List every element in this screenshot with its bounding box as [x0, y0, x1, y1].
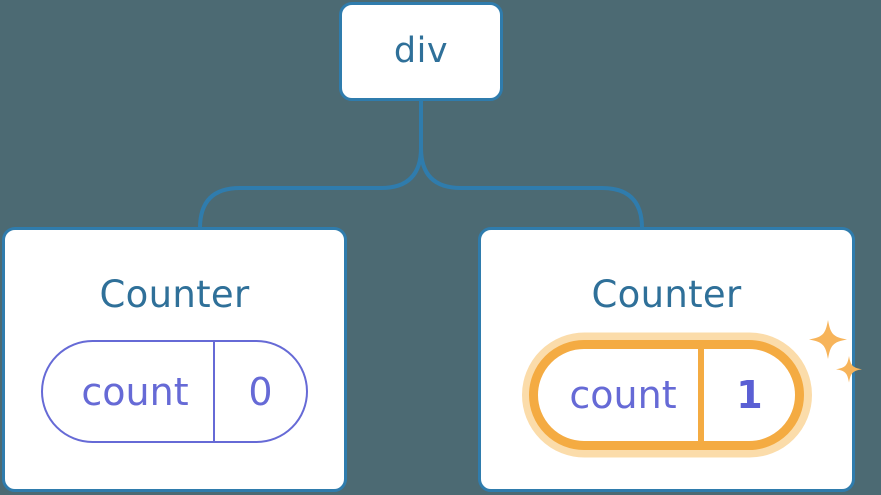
- counter-right-state-wrap: count 1: [521, 320, 862, 458]
- sparkle-small-icon: [836, 356, 862, 383]
- counter-left-state-wrap: count 0: [41, 340, 308, 443]
- state-pill-glow: [521, 332, 812, 458]
- state-value-label: 1: [736, 373, 763, 417]
- state-value-label: 0: [248, 369, 273, 414]
- counter-right-title: Counter: [591, 273, 742, 316]
- sparkles-group: [809, 320, 862, 383]
- root-node-label: div: [393, 31, 449, 71]
- counter-left-title: Counter: [99, 273, 250, 316]
- state-pill-count-right[interactable]: count 1: [529, 340, 804, 450]
- state-key-label: count: [538, 349, 704, 441]
- state-pill-highlight-group: count 1: [521, 320, 862, 458]
- state-pill-count-left[interactable]: count 0: [41, 340, 308, 443]
- node-root-div[interactable]: div: [339, 2, 503, 101]
- connector-right-branch: [419, 99, 644, 232]
- state-key-label: count: [43, 342, 215, 441]
- connector-left-branch: [198, 99, 423, 232]
- node-counter-right[interactable]: Counter count 1: [478, 227, 862, 492]
- node-counter-left[interactable]: Counter count 0: [2, 227, 347, 492]
- sparkle-large-icon: [809, 320, 847, 359]
